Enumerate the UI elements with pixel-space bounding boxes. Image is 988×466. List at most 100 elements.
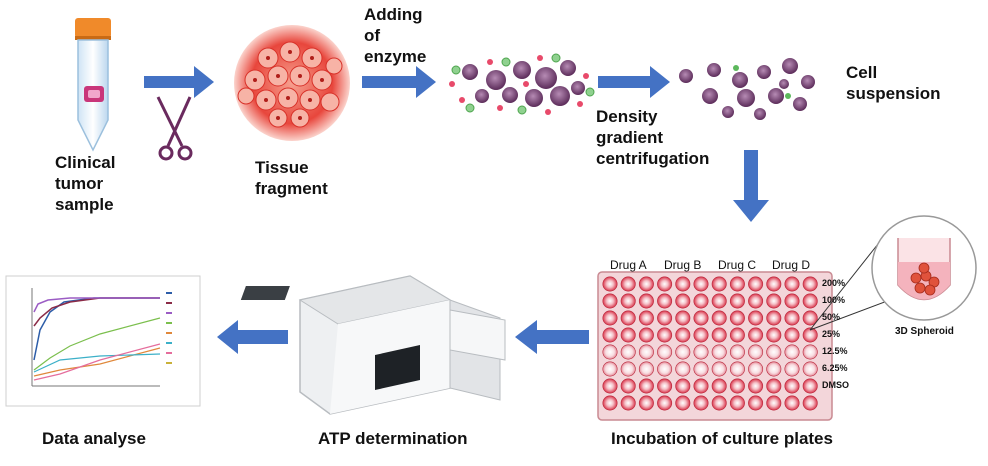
plate-well (766, 378, 782, 394)
plate-well (766, 361, 782, 377)
plate-well (729, 293, 745, 309)
plate-well (802, 327, 818, 343)
label-tissue-fragment: Tissue fragment (255, 158, 328, 198)
plate-well (620, 310, 636, 326)
plate-well (729, 378, 745, 394)
plate-well (748, 378, 764, 394)
label-cell-suspension: Cell suspension (846, 63, 941, 103)
plate-well (748, 293, 764, 309)
arrow-2 (362, 66, 436, 98)
plate-well (711, 293, 727, 309)
label-adding-enzyme: Adding of enzyme (364, 5, 427, 66)
conc-label-25: 25% (822, 329, 841, 339)
plate-well (638, 327, 654, 343)
plate-well (748, 344, 764, 360)
plate-well (602, 310, 618, 326)
tissue-fragment-icon (234, 25, 350, 141)
plate-well (675, 310, 691, 326)
plate-well (638, 310, 654, 326)
label-incubation: Incubation of culture plates (611, 429, 833, 448)
plate-well (620, 293, 636, 309)
conc-label-100: 100% (822, 295, 846, 305)
arrow-left-2 (217, 320, 288, 354)
plate-well (693, 310, 709, 326)
drug-label-d: Drug D (772, 258, 811, 272)
test-tube-icon (75, 18, 111, 152)
drug-label-c: Drug C (718, 258, 757, 272)
plate-well (729, 310, 745, 326)
conc-label-dmso: DMSO (822, 380, 849, 390)
spheroid-magnified-icon (809, 215, 977, 331)
plate-well (675, 344, 691, 360)
plate-well (711, 361, 727, 377)
plate-well (802, 276, 818, 292)
label-clinical-tumor-sample: Clinical tumor sample (55, 153, 116, 214)
plate-well (675, 293, 691, 309)
plate-well (784, 344, 800, 360)
plate-well (675, 276, 691, 292)
plate-well (693, 378, 709, 394)
plate-well (802, 361, 818, 377)
plate-well (802, 344, 818, 360)
label-3d-spheroid: 3D Spheroid (895, 326, 954, 337)
plate-well (602, 344, 618, 360)
plate-well (693, 395, 709, 411)
plate-well (748, 361, 764, 377)
plate-well (602, 327, 618, 343)
plate-well (784, 361, 800, 377)
conc-label-12-5: 12.5% (822, 346, 848, 356)
conc-label-6-25: 6.25% (822, 363, 848, 373)
plate-well (638, 293, 654, 309)
data-analysis-chart (5, 275, 201, 407)
plate-well (675, 361, 691, 377)
plate-well (657, 361, 673, 377)
label-atp-determination: ATP determination (318, 429, 468, 448)
plate-well (638, 344, 654, 360)
plate-well (657, 344, 673, 360)
plate-well (620, 395, 636, 411)
plate-well (729, 327, 745, 343)
plate-well (729, 276, 745, 292)
plate-well (766, 293, 782, 309)
plate-well (784, 395, 800, 411)
plate-well (711, 327, 727, 343)
plate-well (675, 378, 691, 394)
plate-well (784, 310, 800, 326)
plate-well (675, 395, 691, 411)
plate-well (602, 276, 618, 292)
plate-well (620, 327, 636, 343)
plate-well (638, 395, 654, 411)
drug-label-a: Drug A (610, 258, 647, 272)
plate-well (711, 344, 727, 360)
plate-well (638, 361, 654, 377)
plate-well (657, 327, 673, 343)
plate-well (657, 395, 673, 411)
arrow-down (733, 150, 769, 222)
scissors-icon (156, 96, 193, 161)
plate-well (748, 395, 764, 411)
plate-well (784, 378, 800, 394)
plate-well (693, 361, 709, 377)
plate-well (766, 395, 782, 411)
plate-well (657, 276, 673, 292)
plate-well (620, 361, 636, 377)
conc-label-200: 200% (822, 278, 846, 288)
plate-well (802, 378, 818, 394)
plate-well (766, 310, 782, 326)
plate-well (693, 344, 709, 360)
plate-well (766, 344, 782, 360)
plate-well (766, 327, 782, 343)
luminometer-icon (240, 275, 506, 415)
plate-well (711, 276, 727, 292)
plate-well (602, 361, 618, 377)
label-data-analyse: Data analyse (42, 429, 146, 448)
conc-label-50: 50% (822, 312, 841, 322)
plate-well (802, 293, 818, 309)
plate-well (657, 378, 673, 394)
plate-well (729, 361, 745, 377)
label-density-gradient: Density gradient centrifugation (596, 107, 710, 168)
plate-well (802, 310, 818, 326)
plate-well (784, 276, 800, 292)
plate-well (711, 378, 727, 394)
enzyme-cells-icon (449, 53, 595, 115)
